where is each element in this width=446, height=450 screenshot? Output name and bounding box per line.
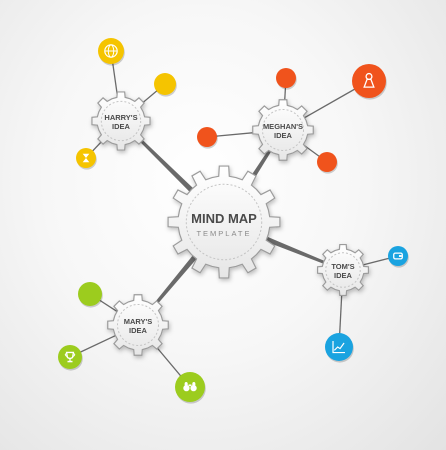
tom-idea-gear <box>316 243 370 297</box>
meghan-idea-node[interactable] <box>276 68 297 90</box>
meghan-idea-node[interactable] <box>317 152 338 174</box>
harry-idea-gear <box>91 91 151 151</box>
meghan-idea-label: MEGHAN'S <box>263 122 303 131</box>
mary-idea-gear <box>107 294 169 356</box>
meghan-idea-gear <box>252 99 314 161</box>
harry-idea-node[interactable] <box>76 148 97 170</box>
harry-idea-label: IDEA <box>112 122 131 131</box>
central-subtitle: TEMPLATE <box>196 229 251 238</box>
nodes <box>58 38 409 404</box>
central-gear <box>167 165 281 279</box>
harry-idea-label: HARRY'S <box>104 113 137 122</box>
wallet-icon <box>393 252 403 260</box>
chess-pawn-icon <box>363 72 375 88</box>
meghan-idea-label: IDEA <box>274 131 293 140</box>
harry-idea-node[interactable] <box>154 73 177 97</box>
tom-idea-node[interactable] <box>388 246 409 268</box>
mary-idea-label: IDEA <box>129 326 148 335</box>
mary-idea-node[interactable] <box>175 372 206 404</box>
globe-icon <box>104 44 118 58</box>
central-title: MIND MAP <box>191 211 257 226</box>
mary-idea-label: MARY'S <box>124 317 153 326</box>
mary-idea-node[interactable] <box>78 282 103 308</box>
tom-idea-label: TOM'S <box>331 262 354 271</box>
harry-idea-node[interactable] <box>98 38 125 66</box>
meghan-idea-node[interactable] <box>352 64 387 100</box>
chart-icon <box>332 341 345 354</box>
binoculars-icon <box>183 382 197 392</box>
meghan-idea-node[interactable] <box>197 127 218 149</box>
trophy-icon <box>64 351 76 363</box>
mary-idea-node[interactable] <box>58 345 83 371</box>
tom-idea-label: IDEA <box>334 271 353 280</box>
hourglass-icon <box>82 153 90 163</box>
tom-idea-node[interactable] <box>325 333 354 363</box>
